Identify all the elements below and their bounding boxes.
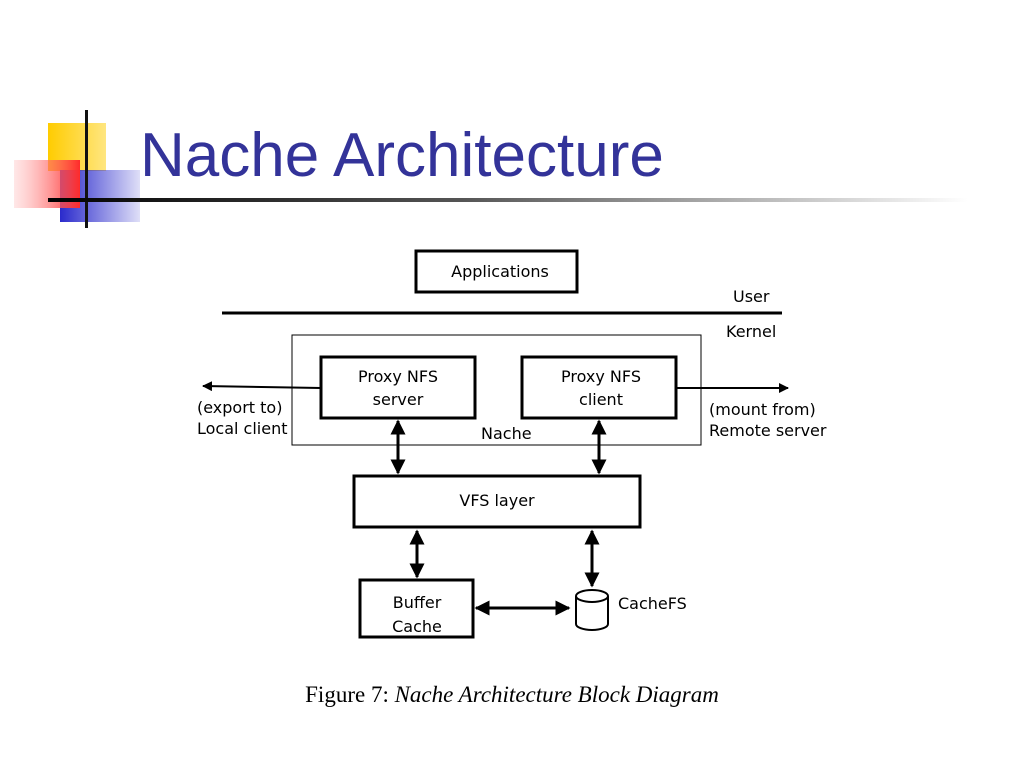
applications-box: [414, 249, 579, 294]
caption-prefix: Figure 7:: [305, 682, 395, 707]
proxy-client-line2: client: [579, 390, 623, 409]
nache-label: Nache: [481, 424, 532, 443]
caption-title: Nache Architecture Block Diagram: [394, 682, 719, 707]
mount-line2: Remote server: [709, 421, 827, 440]
export-line1: (export to): [197, 398, 282, 417]
title-underline: [48, 198, 968, 202]
buffer-line1: Buffer: [393, 593, 442, 612]
user-label: User: [733, 287, 770, 306]
mount-line1: (mount from): [709, 400, 816, 419]
applications-label: Applications: [451, 262, 549, 281]
vfs-layer-label: VFS layer: [459, 491, 535, 510]
cachefs-cylinder-icon: [575, 589, 609, 631]
vertical-rule: [85, 110, 88, 228]
slide-title: Nache Architecture: [140, 121, 664, 190]
vfs-layer-box: [352, 474, 642, 529]
buffer-line2: Cache: [392, 617, 442, 636]
figure-caption: Figure 7: Nache Architecture Block Diagr…: [0, 682, 1024, 708]
kernel-label: Kernel: [726, 322, 776, 341]
proxy-server-line2: server: [373, 390, 424, 409]
proxy-server-line1: Proxy NFS: [358, 367, 438, 386]
export-arrow: [202, 381, 322, 392]
cachefs-label: CacheFS: [618, 594, 687, 613]
proxy-nfs-client-box: [520, 355, 678, 420]
nache-container: [291, 334, 702, 446]
buffer-cache-box: [358, 578, 475, 639]
proxy-nfs-server-box: [319, 355, 477, 420]
export-line2: Local client: [197, 419, 288, 438]
slide-decoration: [14, 110, 968, 228]
proxy-client-line1: Proxy NFS: [561, 367, 641, 386]
